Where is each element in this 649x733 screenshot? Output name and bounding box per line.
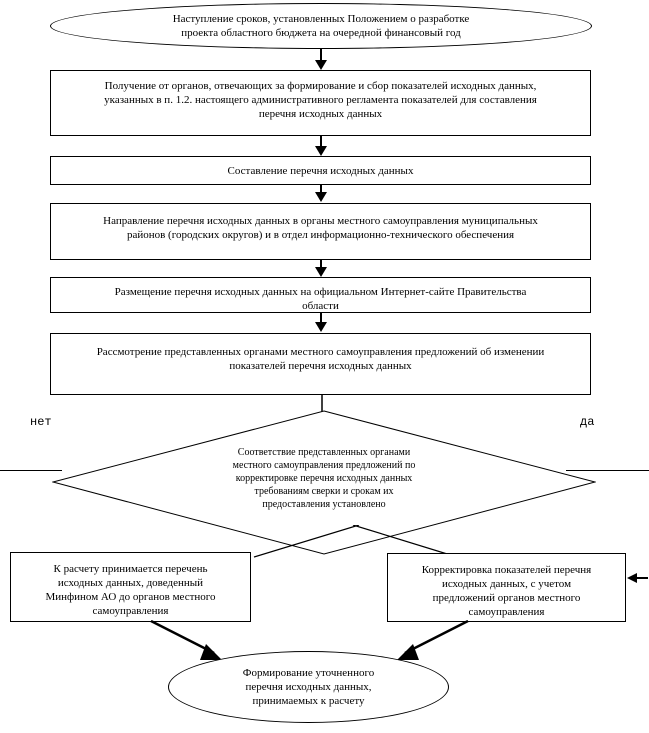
arrow-start-to-step1 — [314, 49, 328, 71]
node-start-label: Наступление сроков, установленных Положе… — [172, 13, 470, 39]
node-outcome-right-box[interactable]: Корректировка показателей перечня исходн… — [387, 553, 626, 622]
node-step5-box[interactable]: Рассмотрение представленных органами мес… — [50, 333, 591, 395]
node-end-label: Формирование уточненного перечня исходны… — [242, 667, 375, 707]
branch-label-no: нет — [30, 415, 52, 429]
arrow-step3-to-step4 — [314, 260, 328, 278]
arrow-into-outcome-right — [626, 572, 649, 584]
node-start-ellipse[interactable]: Наступление сроков, установленных Положе… — [50, 3, 592, 49]
node-step5-label: Рассмотрение представленных органами мес… — [96, 346, 545, 372]
arrow-decision-to-outcome-right — [352, 525, 472, 565]
arrow-outcome-left-to-end — [150, 620, 230, 665]
arrow-outcome-right-to-end — [385, 620, 470, 665]
arrow-decision-to-outcome-left — [240, 525, 360, 565]
node-step2-box[interactable]: Составление перечня исходных данных — [50, 156, 591, 185]
node-decision-diamond[interactable]: Соответствие представленных органами мес… — [52, 410, 596, 556]
node-decision-label: Соответствие представленных органами мес… — [232, 447, 416, 510]
connector-yes-horizontal — [566, 470, 649, 471]
connector-no-horizontal — [0, 470, 62, 471]
node-outcome-right-label: Корректировка показателей перечня исходн… — [421, 564, 592, 618]
node-step3-box[interactable]: Направление перечня исходных данных в ор… — [50, 203, 591, 260]
node-step1-box[interactable]: Получение от органов, отвечающих за форм… — [50, 70, 591, 136]
arrow-step4-to-step5 — [314, 313, 328, 333]
node-step3-label: Направление перечня исходных данных в ор… — [103, 215, 538, 241]
node-outcome-left-label: К расчету принимается перечень исходных … — [45, 563, 216, 617]
node-end-ellipse[interactable]: Формирование уточненного перечня исходны… — [168, 651, 449, 723]
node-step4-box[interactable]: Размещение перечня исходных данных на оф… — [50, 277, 591, 313]
branch-label-yes: да — [580, 415, 595, 429]
node-step1-label: Получение от органов, отвечающих за форм… — [104, 80, 537, 120]
node-outcome-left-box[interactable]: К расчету принимается перечень исходных … — [10, 552, 251, 622]
arrow-step1-to-step2 — [314, 136, 328, 157]
arrow-step5-to-decision — [321, 395, 323, 412]
arrow-step2-to-step3 — [314, 185, 328, 203]
node-step4-label: Размещение перечня исходных данных на оф… — [114, 286, 527, 312]
node-step2-label: Составление перечня исходных данных — [227, 165, 414, 177]
